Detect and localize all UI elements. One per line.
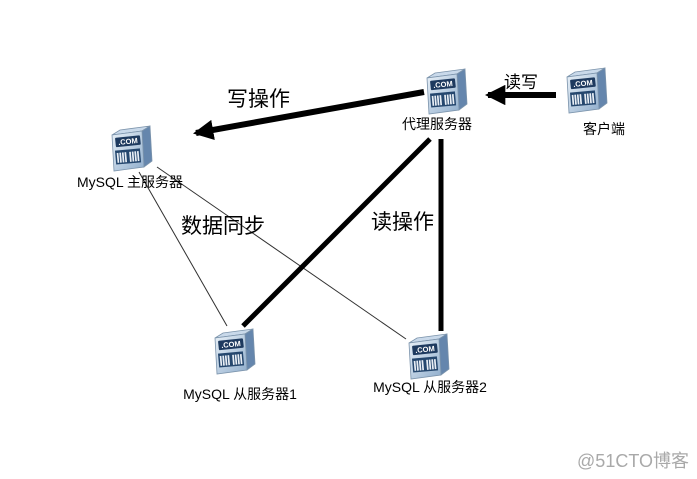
server-icon: .COM — [214, 328, 256, 375]
edge-label-write-op: 写操作 — [227, 88, 290, 111]
server-icon: .COM — [566, 67, 608, 114]
icon-com-text: .COM — [118, 136, 138, 147]
node-mysql-master: .COM MySQL 主服务器 — [77, 123, 183, 190]
icon-com-text: .COM — [573, 78, 593, 89]
icon-com-text: .COM — [433, 79, 453, 90]
icon-com-text: .COM — [221, 339, 241, 350]
node-label-mysql-slave1: MySQL 从服务器1 — [183, 386, 297, 402]
icon-com-text: .COM — [415, 344, 435, 355]
edge-label-data-sync: 数据同步 — [181, 215, 265, 238]
edge-label-read-op: 读操作 — [371, 211, 434, 234]
edge-sync-master-slave1 — [138, 171, 228, 327]
node-label-mysql-slave2: MySQL 从服务器2 — [373, 379, 487, 395]
node-client: .COM 客户端 — [562, 65, 625, 137]
node-proxy-server: .COM 代理服务器 — [402, 66, 472, 132]
edge-label-read-write: 读写 — [504, 73, 538, 92]
server-icon: .COM — [111, 125, 153, 172]
edge-read-proxy-slave1 — [241, 137, 432, 328]
node-label-client: 客户端 — [583, 121, 625, 137]
server-icon: .COM — [408, 333, 450, 380]
server-icon: .COM — [426, 68, 468, 115]
node-label-mysql-master: MySQL 主服务器 — [76, 174, 184, 190]
edge-sync-master-slave2 — [156, 166, 407, 340]
node-mysql-slave2: .COM MySQL 从服务器2 — [373, 331, 487, 395]
node-label-proxy: 代理服务器 — [402, 116, 472, 132]
node-mysql-slave1: .COM MySQL 从服务器1 — [183, 326, 297, 402]
watermark-51cto: @51CTO博客 — [577, 451, 689, 471]
edge-write-proxy-master — [192, 89, 425, 140]
